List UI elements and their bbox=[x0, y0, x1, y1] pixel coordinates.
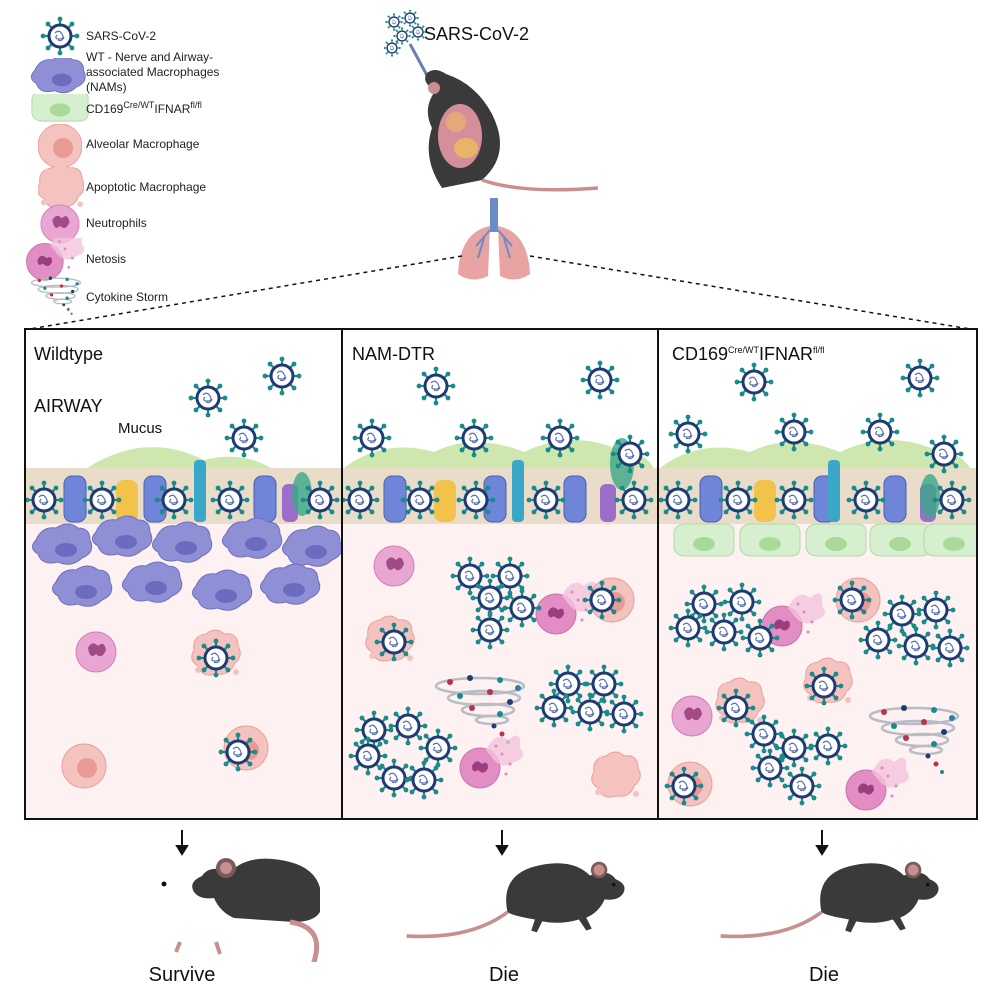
mouse-die-cd169 bbox=[718, 859, 941, 939]
legend-label-virus: SARS-CoV-2 bbox=[86, 29, 157, 43]
outcome-die-cd169: Die bbox=[808, 964, 839, 986]
epithelium-cells bbox=[63, 438, 940, 523]
mouse-survive bbox=[161, 858, 320, 962]
legend-label-nam: WT - Nerve and Airway-associated Macroph… bbox=[86, 50, 220, 94]
legend-label-knockout: CD169Cre/WTIFNARfl/fl bbox=[86, 100, 202, 116]
mouse-die-nam-dtr bbox=[404, 859, 627, 939]
legend-label-neutrophils: Neutrophils bbox=[86, 216, 147, 230]
panel-title-nam-dtr: NAM-DTR bbox=[352, 344, 435, 364]
mucus-layer-nam-dtr bbox=[344, 440, 654, 468]
infected-mouse bbox=[408, 43, 599, 192]
outcome-die-nam-dtr: Die bbox=[488, 964, 519, 986]
legend-label-netosis: Netosis bbox=[86, 252, 127, 266]
virus-inoculation-label: SARS-CoV-2 bbox=[424, 24, 530, 44]
lungs-icon bbox=[458, 198, 530, 280]
legend-label-apoptotic: Apoptotic Macrophage bbox=[86, 180, 207, 194]
mucus-label: Mucus bbox=[118, 420, 163, 437]
panel-title-wildtype: Wildtype bbox=[34, 344, 104, 364]
legend-label-alveolar: Alveolar Macrophage bbox=[86, 137, 200, 151]
airway-label: AIRWAY bbox=[34, 396, 103, 416]
panels-diagram bbox=[24, 328, 978, 820]
knockout-macrophages bbox=[673, 523, 978, 557]
mucus-layer-cd169 bbox=[660, 440, 970, 468]
outcome-survive: Survive bbox=[148, 964, 216, 986]
alveolar-macrophage bbox=[61, 743, 107, 789]
neutrophil bbox=[75, 631, 117, 673]
panel-title-cd169: CD169Cre/WTIFNARfl/fl bbox=[672, 344, 825, 364]
legend-label-cytokine-storm: Cytokine Storm bbox=[86, 290, 169, 304]
zoom-lines bbox=[23, 255, 977, 331]
outcome-arrows bbox=[175, 830, 829, 856]
